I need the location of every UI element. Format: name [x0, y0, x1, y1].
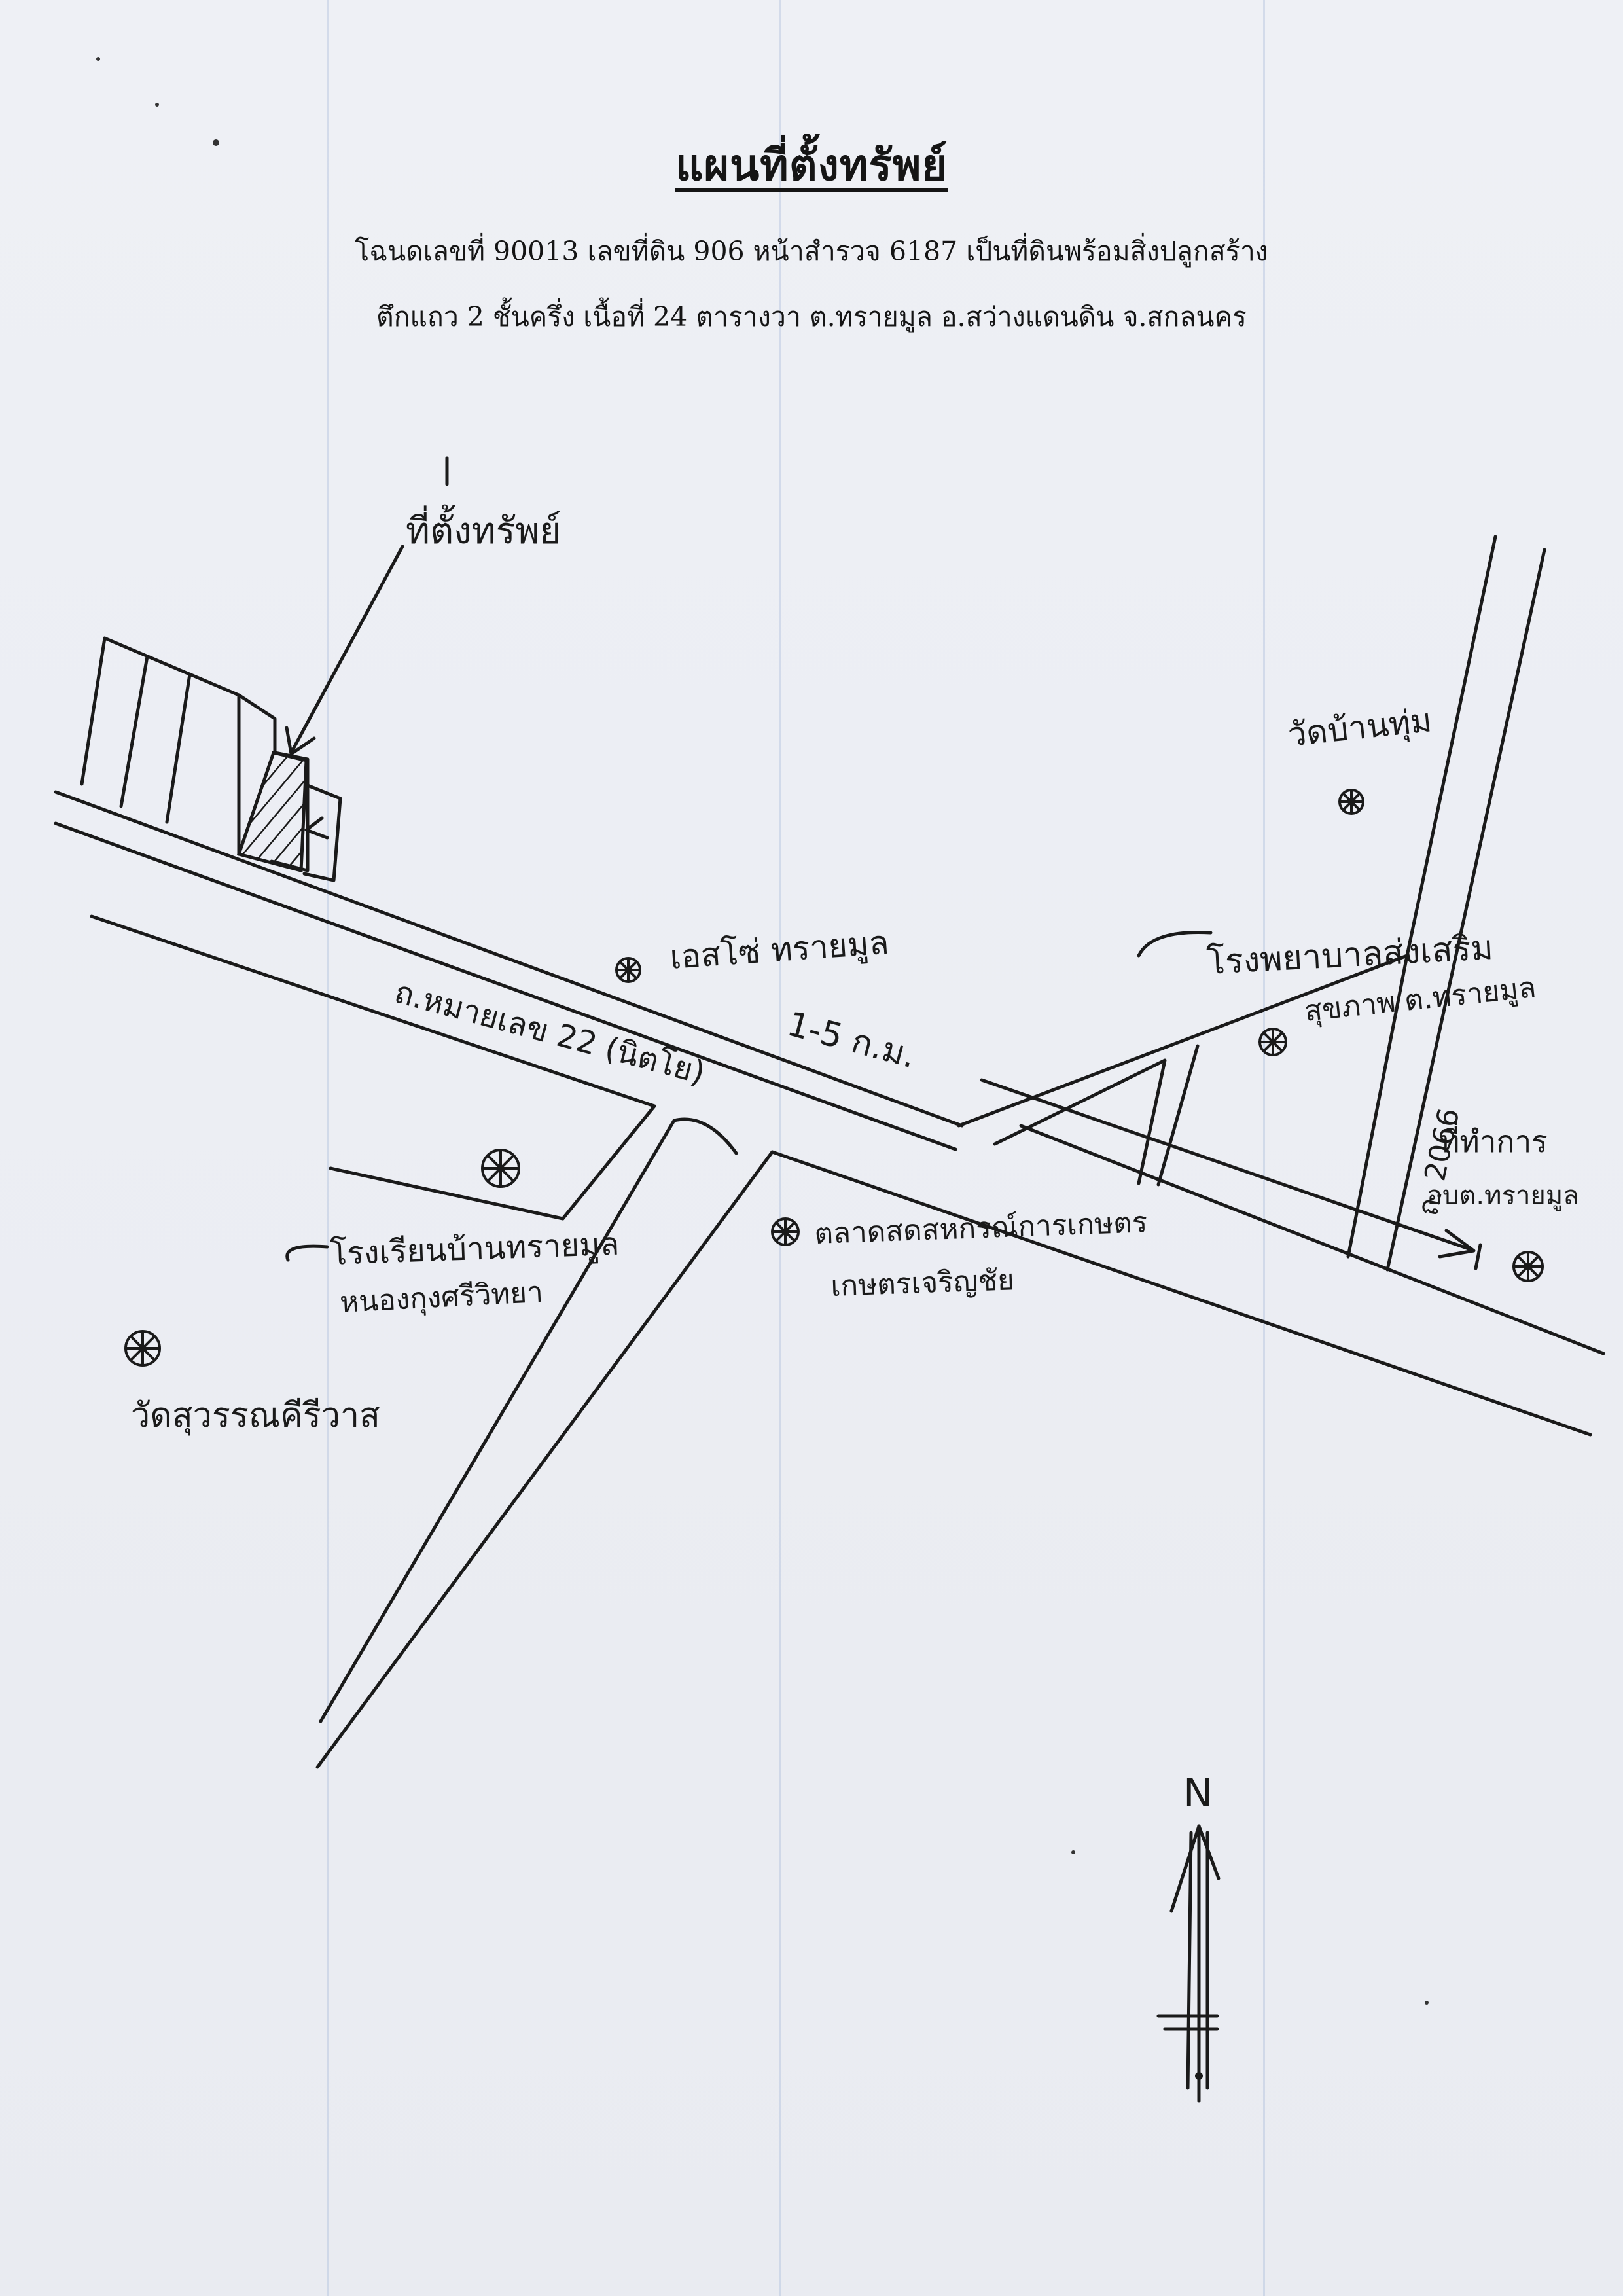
- landmark-tambon-icon: [1512, 1251, 1544, 1282]
- main-road: [54, 790, 1605, 1437]
- label-swash: [1137, 930, 1213, 958]
- landmark-school-icon: [481, 1149, 520, 1188]
- label-hospital-2: สุขภาพ ต.ทรายมูล: [1303, 971, 1538, 1029]
- fold-line: [779, 0, 781, 2296]
- fold-line: [1263, 0, 1265, 2296]
- landmark-station-icon: [615, 957, 641, 983]
- label-swash: [285, 1244, 329, 1262]
- label-tambon-2: อบต.ทรายมูล: [1427, 1181, 1579, 1211]
- label-wat-top: วัดบ้านทุ่ม: [1286, 701, 1433, 755]
- property-pointer: [285, 545, 404, 840]
- page-title: แผนที่ตั้งทรัพย์: [675, 139, 948, 190]
- label-school-1: โรงเรียนบ้านทรายมูล: [329, 1226, 620, 1273]
- northeast-road: [957, 535, 1546, 1272]
- distance-label: 1-5 ก.ม.: [783, 1005, 920, 1077]
- label-market-1: ตลาดสดสหกรณ์การเกษตร: [814, 1206, 1149, 1251]
- landmark-wat-icon: [1338, 789, 1364, 815]
- north-arrow-icon: N: [1156, 1770, 1221, 2103]
- label-station: เอสโซ่ ทรายมูล: [669, 924, 890, 977]
- paper-specks: [96, 57, 1429, 2005]
- south-branch-road: [315, 1104, 774, 1769]
- landmark-wat-left-icon: [124, 1330, 161, 1367]
- landmark-hospital-icon: [1258, 1028, 1287, 1056]
- label-tambon-1: ที่ทำการ: [1440, 1121, 1548, 1159]
- deed-description-line-1: โฉนดเลขที่ 90013 เลขที่ดิน 906 หน้าสำรวจ…: [355, 236, 1268, 267]
- label-market-2: เกษตรเจริญชัย: [830, 1263, 1015, 1303]
- property-label: ที่ตั้งทรัพย์: [406, 505, 561, 552]
- landmark-market-icon: [771, 1217, 800, 1246]
- landmark-markers: [124, 789, 1544, 1367]
- deed-description-line-2: ตึกแถว 2 ชั้นครึ่ง เนื้อที่ 24 ตารางวา ต…: [376, 301, 1247, 332]
- label-school-2: หนองกุงศรีวิทยา: [339, 1276, 544, 1320]
- property-plot: [236, 751, 308, 873]
- label-wat-left: วัดสุวรรณคีรีวาส: [131, 1396, 380, 1436]
- distance-arrow: [980, 1078, 1482, 1270]
- fold-line: [327, 0, 329, 2296]
- north-label: N: [1183, 1770, 1213, 1816]
